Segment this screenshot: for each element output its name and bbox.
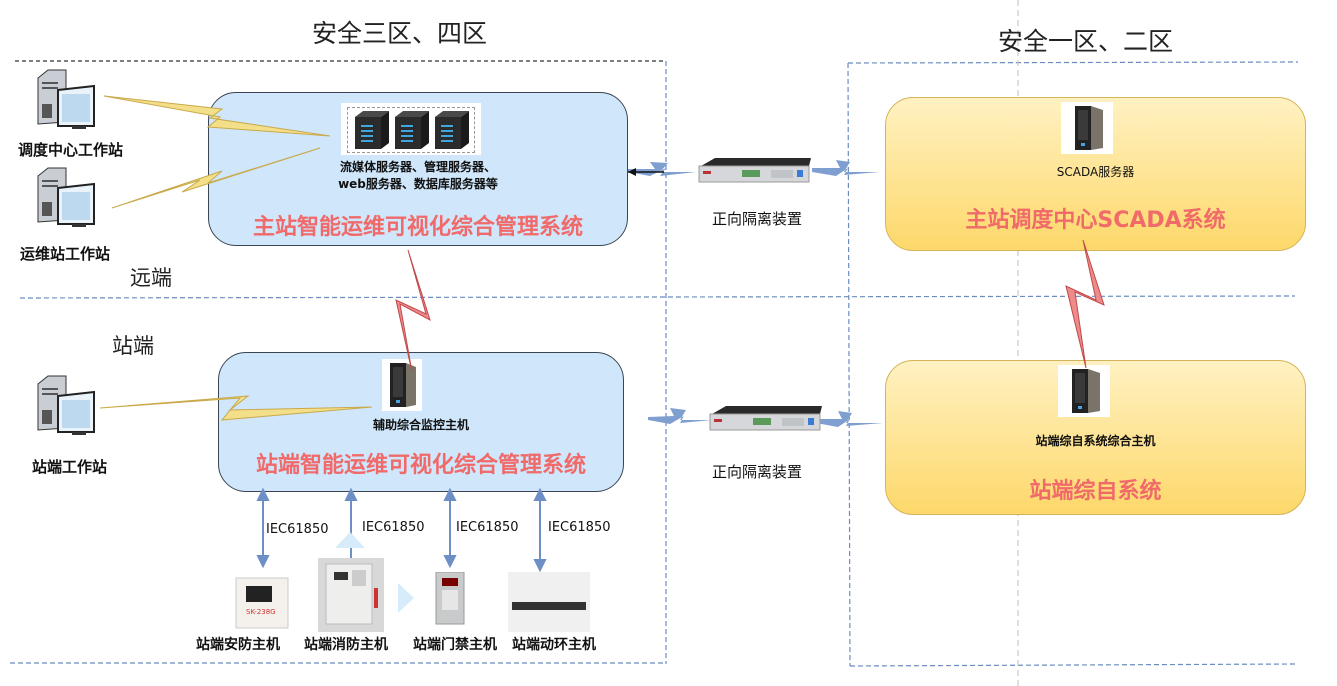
servers-label: 流媒体服务器、管理服务器、 web服务器、数据库服务器等 xyxy=(209,159,627,193)
link-bolt-station-ws xyxy=(99,395,373,421)
master-system-box[interactable]: 流媒体服务器、管理服务器、 web服务器、数据库服务器等 主站智能运维可视化综合… xyxy=(208,92,628,246)
isolator-device-icon-top xyxy=(698,158,811,183)
remote-label: 远端 xyxy=(130,266,172,290)
scada-system-title: 主站调度中心SCADA系统 xyxy=(886,202,1305,234)
device-label-access: 站端门禁主机 xyxy=(413,637,497,653)
decor-chevron-up xyxy=(335,532,365,548)
scada-server-label: SCADA服务器 xyxy=(1056,165,1135,179)
monitor-host-icon xyxy=(382,359,422,411)
station-auto-host-icon xyxy=(1058,365,1110,417)
isolator-device-icon-bottom xyxy=(709,406,822,431)
scada-title-suffix: 系统 xyxy=(1181,207,1226,233)
workstation-label-dispatch: 调度中心工作站 xyxy=(18,141,124,159)
iec-arrow-1-up xyxy=(256,487,270,501)
zone12-bottom-border xyxy=(849,663,1297,667)
zone12-top-border xyxy=(847,61,1299,64)
station-auto-system-box[interactable]: 站端综自系统综合主机 站端综自系统 xyxy=(885,360,1306,515)
link-bolt-iso-top-right xyxy=(812,160,880,176)
isolator-label-bottom: 正向隔离装置 xyxy=(712,463,803,481)
iec-label-4: IEC61850 xyxy=(548,520,611,535)
iec-arrow-3-up xyxy=(443,487,457,501)
link-bolt-dispatch xyxy=(103,95,331,137)
servers-label-line1: 流媒体服务器、管理服务器、 xyxy=(339,160,496,174)
iec-arrow-3-down xyxy=(443,555,457,569)
device-label-security: 站端安防主机 xyxy=(196,637,280,653)
iec-arrow-2-up xyxy=(344,487,358,501)
monitor-host-label: 辅助综合监控主机 xyxy=(372,418,469,432)
station-system-box[interactable]: 辅助综合监控主机 站端智能运维可视化综合管理系统 xyxy=(218,352,624,492)
scada-server-icon xyxy=(1061,102,1113,154)
workstation-icon-ops xyxy=(37,167,95,227)
server-rack-icon xyxy=(435,111,469,149)
access-control-host-icon xyxy=(435,572,465,625)
link-bolt-master-station xyxy=(395,249,431,373)
station-label: 站端 xyxy=(112,334,154,358)
workstation-icon-station xyxy=(37,375,95,435)
iec-arrow-1-down xyxy=(256,555,270,569)
master-system-title: 主站智能运维可视化综合管理系统 xyxy=(252,214,583,240)
servers-label-line2: web服务器、数据库服务器等 xyxy=(338,177,498,191)
workstation-icon-dispatch xyxy=(37,69,95,129)
arrow-to-master-head xyxy=(628,168,636,176)
link-bolt-ops xyxy=(111,147,321,209)
env-monitor-host-icon xyxy=(508,572,590,632)
station-auto-host-label: 站端综自系统综合主机 xyxy=(1035,434,1156,448)
server-rack-icon xyxy=(355,111,389,149)
server-rack-icons xyxy=(355,111,469,149)
scada-title-prefix: 主站调度中心 xyxy=(965,207,1098,233)
device-label-env: 站端动环主机 xyxy=(512,637,596,653)
remote-station-divider xyxy=(19,295,1296,299)
server-cluster xyxy=(341,103,481,155)
link-bolt-scada-station xyxy=(1065,239,1105,369)
zone12-title: 安全一区、二区 xyxy=(998,27,1174,56)
scada-system-box[interactable]: SCADA服务器 主站调度中心SCADA系统 xyxy=(885,97,1306,251)
iec-label-1: IEC61850 xyxy=(266,522,329,537)
svg-text:SK-238G: SK-238G xyxy=(246,608,276,616)
security-host-icon: SK-238G xyxy=(235,577,289,629)
scada-title-bold: SCADA xyxy=(1097,208,1182,233)
link-bolt-iso-bottom-left xyxy=(648,408,712,424)
station-system-title: 站端智能运维可视化综合管理系统 xyxy=(255,452,586,478)
server-rack-icon xyxy=(395,111,429,149)
decor-chevron-right xyxy=(398,583,414,613)
station-auto-system-title: 站端综自系统 xyxy=(1029,478,1162,504)
iec-label-3: IEC61850 xyxy=(456,520,519,535)
fire-host-icon xyxy=(318,558,384,632)
workstation-label-station: 站端工作站 xyxy=(32,458,108,476)
isolator-label-top: 正向隔离装置 xyxy=(712,210,803,228)
device-label-fire: 站端消防主机 xyxy=(304,637,388,653)
iec-arrow-4-up xyxy=(533,487,547,501)
link-bolt-iso-top-left xyxy=(628,162,696,176)
iec-label-2: IEC61850 xyxy=(362,520,425,535)
workstation-label-ops: 运维站工作站 xyxy=(20,245,111,263)
link-bolt-iso-bottom-right xyxy=(816,411,883,427)
iec-arrow-4-down xyxy=(533,559,547,573)
zone34-title: 安全三区、四区 xyxy=(312,19,488,48)
